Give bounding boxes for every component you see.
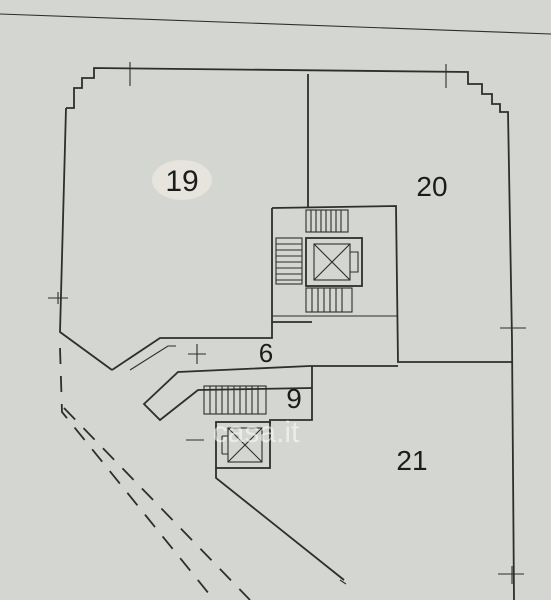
lift-shaft-lower (215, 421, 271, 469)
stair-flight-9 (203, 385, 267, 415)
unit-label-9: 9 (286, 383, 302, 414)
sheet-border (0, 13, 551, 35)
diagonal-wall-21 (215, 468, 345, 581)
building-outline (66, 67, 515, 600)
tick-marks (48, 62, 526, 585)
stair-flight-lower (305, 287, 353, 313)
watermark: casa.it (213, 416, 300, 449)
stair-flight-upper (305, 209, 349, 233)
dashed-outline-outer (59, 347, 215, 600)
unit-label-20: 20 (416, 171, 447, 202)
unit-19-highlight (152, 160, 212, 200)
unit-label-21: 21 (396, 445, 427, 476)
corridor-6-inner (129, 345, 176, 371)
stair-core (271, 205, 512, 363)
landing-mark (188, 344, 206, 364)
west-wall (59, 107, 113, 371)
corridor-6-lower (142, 365, 398, 422)
corridor-6-outline (111, 322, 273, 371)
unit-label-19: 19 (165, 165, 198, 198)
unit-label-6: 6 (259, 338, 273, 368)
lift-shaft-upper (305, 237, 363, 287)
stair-flight-left (275, 237, 303, 285)
